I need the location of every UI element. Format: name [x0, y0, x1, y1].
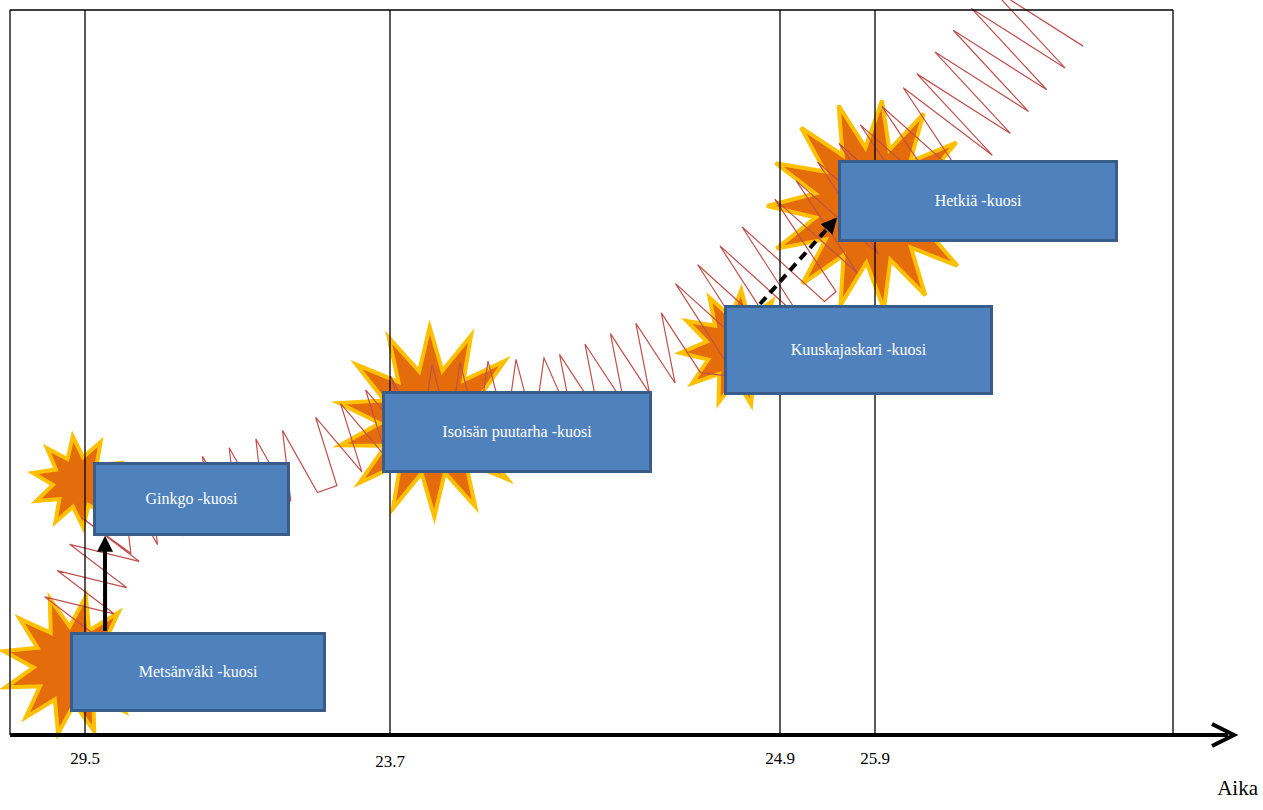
pattern-name: Hetkiä -kuosi — [927, 192, 1030, 210]
axis-title: Aika — [1217, 776, 1258, 801]
arrow-connector — [760, 220, 835, 304]
pattern-box: Kuuskajaskari -kuosi — [724, 305, 993, 395]
date-label: 29.5 — [70, 749, 100, 769]
starbursts — [3, 100, 975, 733]
pattern-name: Kuuskajaskari -kuosi — [783, 341, 935, 359]
pattern-name: Isoisän puutarha -kuosi — [434, 423, 599, 441]
date-label: 24.9 — [765, 749, 795, 769]
pattern-box: Hetkiä -kuosi — [838, 160, 1118, 242]
pattern-name: Ginkgo -kuosi — [138, 490, 246, 508]
pattern-name: Metsänväki -kuosi — [131, 663, 266, 681]
zigzag-band — [45, 0, 1084, 640]
time-axis — [10, 724, 1234, 746]
date-label: 23.7 — [375, 752, 405, 772]
arrow-connector — [103, 539, 107, 631]
pattern-box: Metsänväki -kuosi — [70, 632, 326, 712]
date-label: 25.9 — [860, 749, 890, 769]
timeline-frame — [10, 10, 1173, 735]
pattern-box: Isoisän puutarha -kuosi — [382, 391, 652, 473]
zigzag-line — [45, 0, 1084, 640]
pattern-box: Ginkgo -kuosi — [93, 462, 290, 536]
